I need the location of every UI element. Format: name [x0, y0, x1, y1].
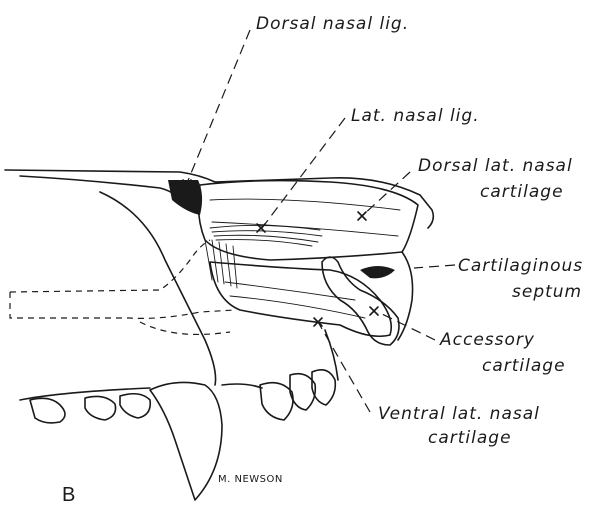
nostril-opening: [360, 266, 395, 278]
label-accessory-cartilage-line2: cartilage: [482, 356, 566, 376]
label-accessory-cartilage-line1: Accessory: [440, 330, 535, 350]
label-ventral-lat-nasal-cartilage-line1: Ventral lat. nasal: [378, 404, 540, 424]
leader-lat-nasal-lig: [262, 118, 345, 228]
label-cartilaginous-septum-line2: septum: [512, 282, 582, 302]
dorsal-lat-nasal-cartilage-shape: [198, 181, 418, 260]
nasal-bone-lower-edge: [20, 176, 180, 200]
label-lat-nasal-lig: Lat. nasal lig.: [351, 106, 480, 126]
leader-ventral-lat-nasal-cartilage: [318, 322, 370, 412]
leader-dorsal-lat-nasal-cartilage: [362, 172, 410, 216]
cartilaginous-septum-shape: [398, 252, 413, 340]
lat-nasal-ligament-fibers: [210, 225, 322, 246]
maxilla-outline: [100, 192, 216, 385]
point-markers: [183, 180, 378, 326]
leader-cartilaginous-septum: [414, 265, 455, 268]
label-cartilaginous-septum-line1: Cartilaginous: [458, 256, 583, 276]
label-dorsal-lat-nasal-cartilage-line2: cartilage: [480, 182, 564, 202]
label-ventral-lat-nasal-cartilage-line2: cartilage: [428, 428, 512, 448]
panel-letter: B: [62, 484, 75, 507]
cartilage-contour-line: [210, 199, 400, 210]
hidden-turbinate-outline-2: [10, 240, 210, 292]
hidden-structure-3: [140, 322, 230, 334]
ventral-contour-2: [230, 296, 365, 318]
label-dorsal-nasal-lig: Dorsal nasal lig.: [256, 14, 409, 34]
leader-dorsal-nasal-lig: [187, 30, 250, 183]
teeth: [20, 370, 335, 500]
label-dorsal-lat-nasal-cartilage-line1: Dorsal lat. nasal: [418, 156, 573, 176]
hidden-turbinate-outline: [10, 292, 235, 318]
artist-signature: M. NEWSON: [218, 474, 283, 485]
